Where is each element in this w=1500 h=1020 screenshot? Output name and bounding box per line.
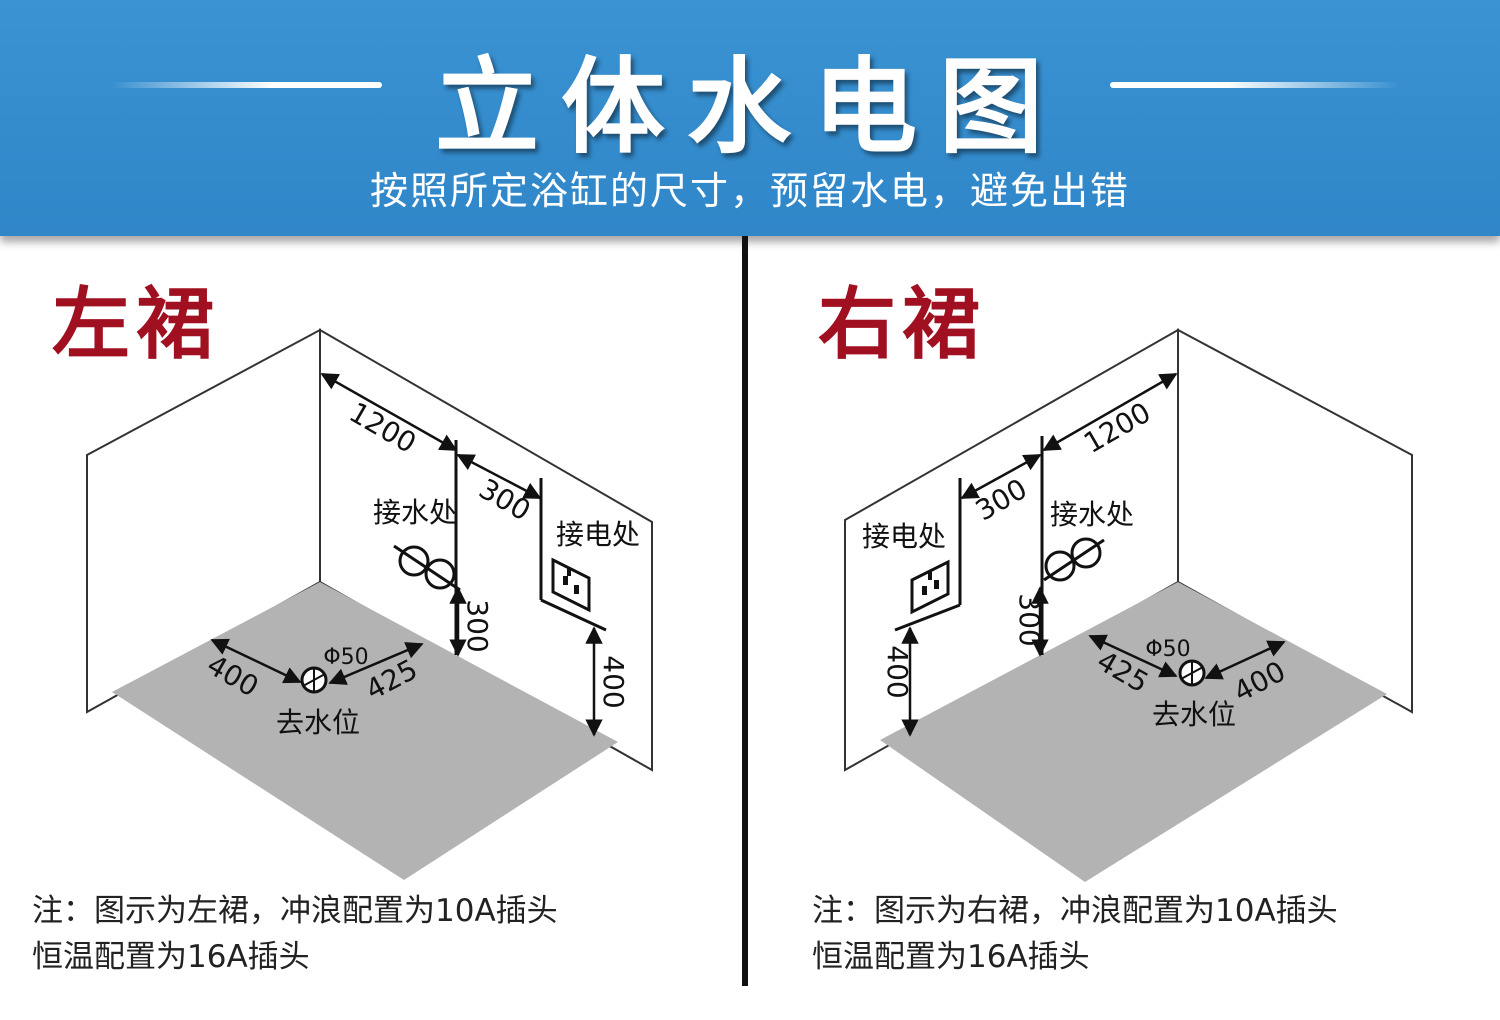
dim-water-height-label: 300 <box>1013 593 1046 646</box>
power-label: 接电处 <box>556 518 640 551</box>
dim-300-mid-line <box>960 453 1042 500</box>
banner-decor-line-left <box>110 82 382 88</box>
page-title: 立体水电图 <box>434 46 1065 168</box>
water-label: 接水处 <box>373 496 457 529</box>
dim-water-height-label: 300 <box>461 599 494 652</box>
right-wall <box>1177 328 1413 714</box>
dim-power-height-label: 400 <box>881 645 914 698</box>
dim-1200-line <box>1042 372 1178 452</box>
page-subtitle: 按照所定浴缸的尺寸，预留水电，避免出错 <box>369 169 1130 213</box>
right-note: 注：图示为右裙，冲浪配置为10A插头 恒温配置为16A插头 <box>812 888 1338 980</box>
right-skirt-diagram: 1200 300 接水处 300 接电处 400 425 400 Φ50 去水位 <box>844 328 1413 882</box>
dim-300-mid-line <box>456 453 542 500</box>
water-valve-icon <box>393 544 461 592</box>
right-note-line1: 注：图示为右裙，冲浪配置为10A插头 <box>812 893 1338 929</box>
left-note: 注：图示为左裙，冲浪配置为10A插头 恒温配置为16A插头 <box>32 888 558 980</box>
banner-decor-line-right <box>1110 82 1400 88</box>
socket-icon <box>910 559 950 615</box>
dim-drain-425-line <box>328 642 424 685</box>
center-divider <box>742 236 748 986</box>
power-label: 接电处 <box>862 520 946 553</box>
left-note-line1: 注：图示为左裙，冲浪配置为10A插头 <box>32 893 558 929</box>
water-valve-icon <box>1043 537 1105 582</box>
socket-icon <box>551 557 591 613</box>
drain-icon <box>1178 659 1206 687</box>
right-note-line2: 恒温配置为16A插头 <box>812 939 1090 975</box>
drain-label: 去水位 <box>1152 698 1236 731</box>
dim-drain-425-line <box>1088 634 1178 678</box>
left-skirt-heading: 左裙 <box>52 280 221 370</box>
water-label: 接水处 <box>1050 498 1134 531</box>
drain-diameter-label: Φ50 <box>323 645 368 670</box>
dim-1200-line <box>320 372 458 452</box>
dim-drain-400-line <box>1204 640 1286 680</box>
drain-label: 去水位 <box>276 706 360 739</box>
dim-drain-400-line <box>210 638 302 684</box>
left-skirt-diagram: 1200 300 接水处 300 接电处 400 400 425 Φ50 去水位 <box>86 328 653 880</box>
dim-power-height-label: 400 <box>597 655 630 708</box>
header-banner: 立体水电图 按照所定浴缸的尺寸，预留水电，避免出错 <box>0 0 1500 236</box>
drain-icon <box>300 666 328 694</box>
right-skirt-heading: 右裙 <box>818 280 987 370</box>
drain-diameter-label: Φ50 <box>1145 637 1190 662</box>
left-note-line2: 恒温配置为16A插头 <box>32 939 310 975</box>
